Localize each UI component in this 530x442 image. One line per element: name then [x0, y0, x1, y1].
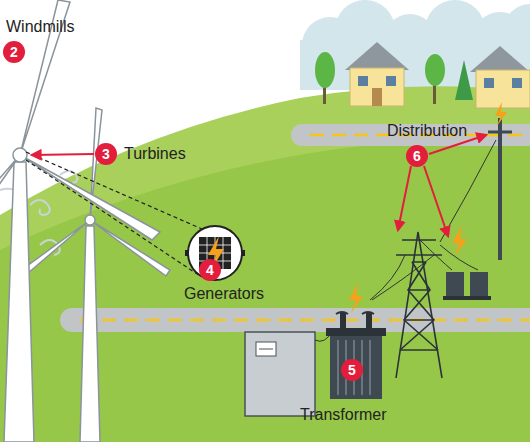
callout-number: 5: [341, 359, 363, 381]
houses: [345, 42, 530, 108]
callout-number: 4: [199, 259, 221, 281]
callout-arrows: [32, 135, 486, 236]
pole-transformers: [443, 225, 491, 300]
part-name: Turbines: [124, 145, 186, 163]
power-cabinet: [245, 332, 315, 416]
hill-lower: [0, 139, 530, 442]
part-name: Windmills: [6, 18, 74, 36]
zoom-lines: [26, 152, 202, 276]
hill: [0, 86, 530, 442]
windmill-main: [0, 0, 160, 442]
part-name: Generators: [184, 285, 264, 303]
generator-icon: [185, 226, 245, 280]
part-name: Distribution: [387, 122, 467, 140]
callout-number: 3: [95, 143, 117, 165]
transmission-tower: [396, 232, 442, 378]
part-name: Transformer: [300, 406, 387, 424]
callout-number: 6: [406, 145, 428, 167]
callout-number: 2: [3, 41, 25, 63]
utility-pole: [488, 102, 512, 260]
transformer: [326, 283, 386, 399]
